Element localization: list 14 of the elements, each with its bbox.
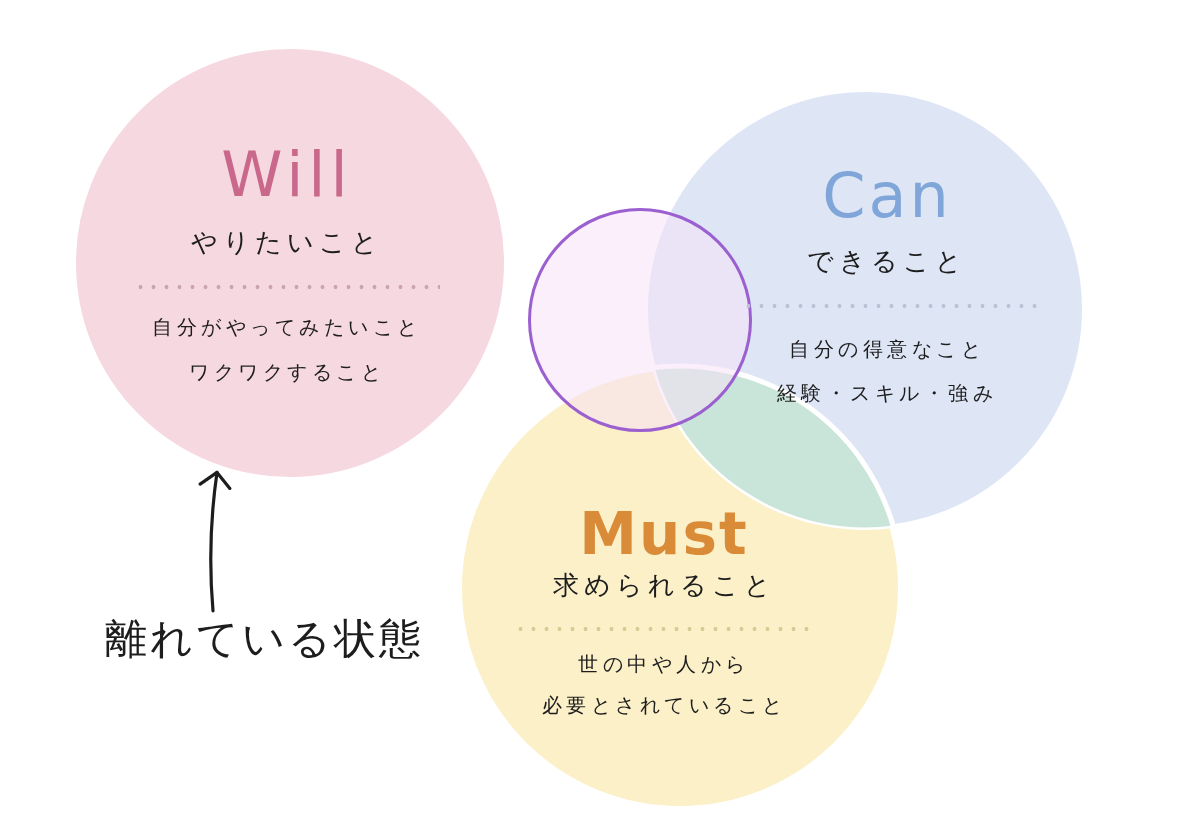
annotation-text: 離れている状態 [104, 614, 424, 664]
description-line: 経験・スキル・強み [776, 381, 998, 405]
circle-title: Can [822, 161, 952, 231]
circle-subtitle: できること [807, 247, 967, 277]
description-line: 必要とされていること [541, 693, 787, 717]
description-line: 自分がやってみたいこと [152, 315, 422, 339]
description-line: 自分の得意なこと [789, 337, 985, 361]
arrow [198, 470, 232, 613]
description-line: 世の中や人から [578, 652, 750, 676]
circle-title: Will [221, 140, 353, 210]
circle-subtitle: やりたいこと [191, 228, 383, 258]
description-line: ワクワクすること [189, 360, 385, 384]
circle-title: Must [579, 503, 749, 567]
circle-subtitle: 求められること [552, 571, 776, 601]
